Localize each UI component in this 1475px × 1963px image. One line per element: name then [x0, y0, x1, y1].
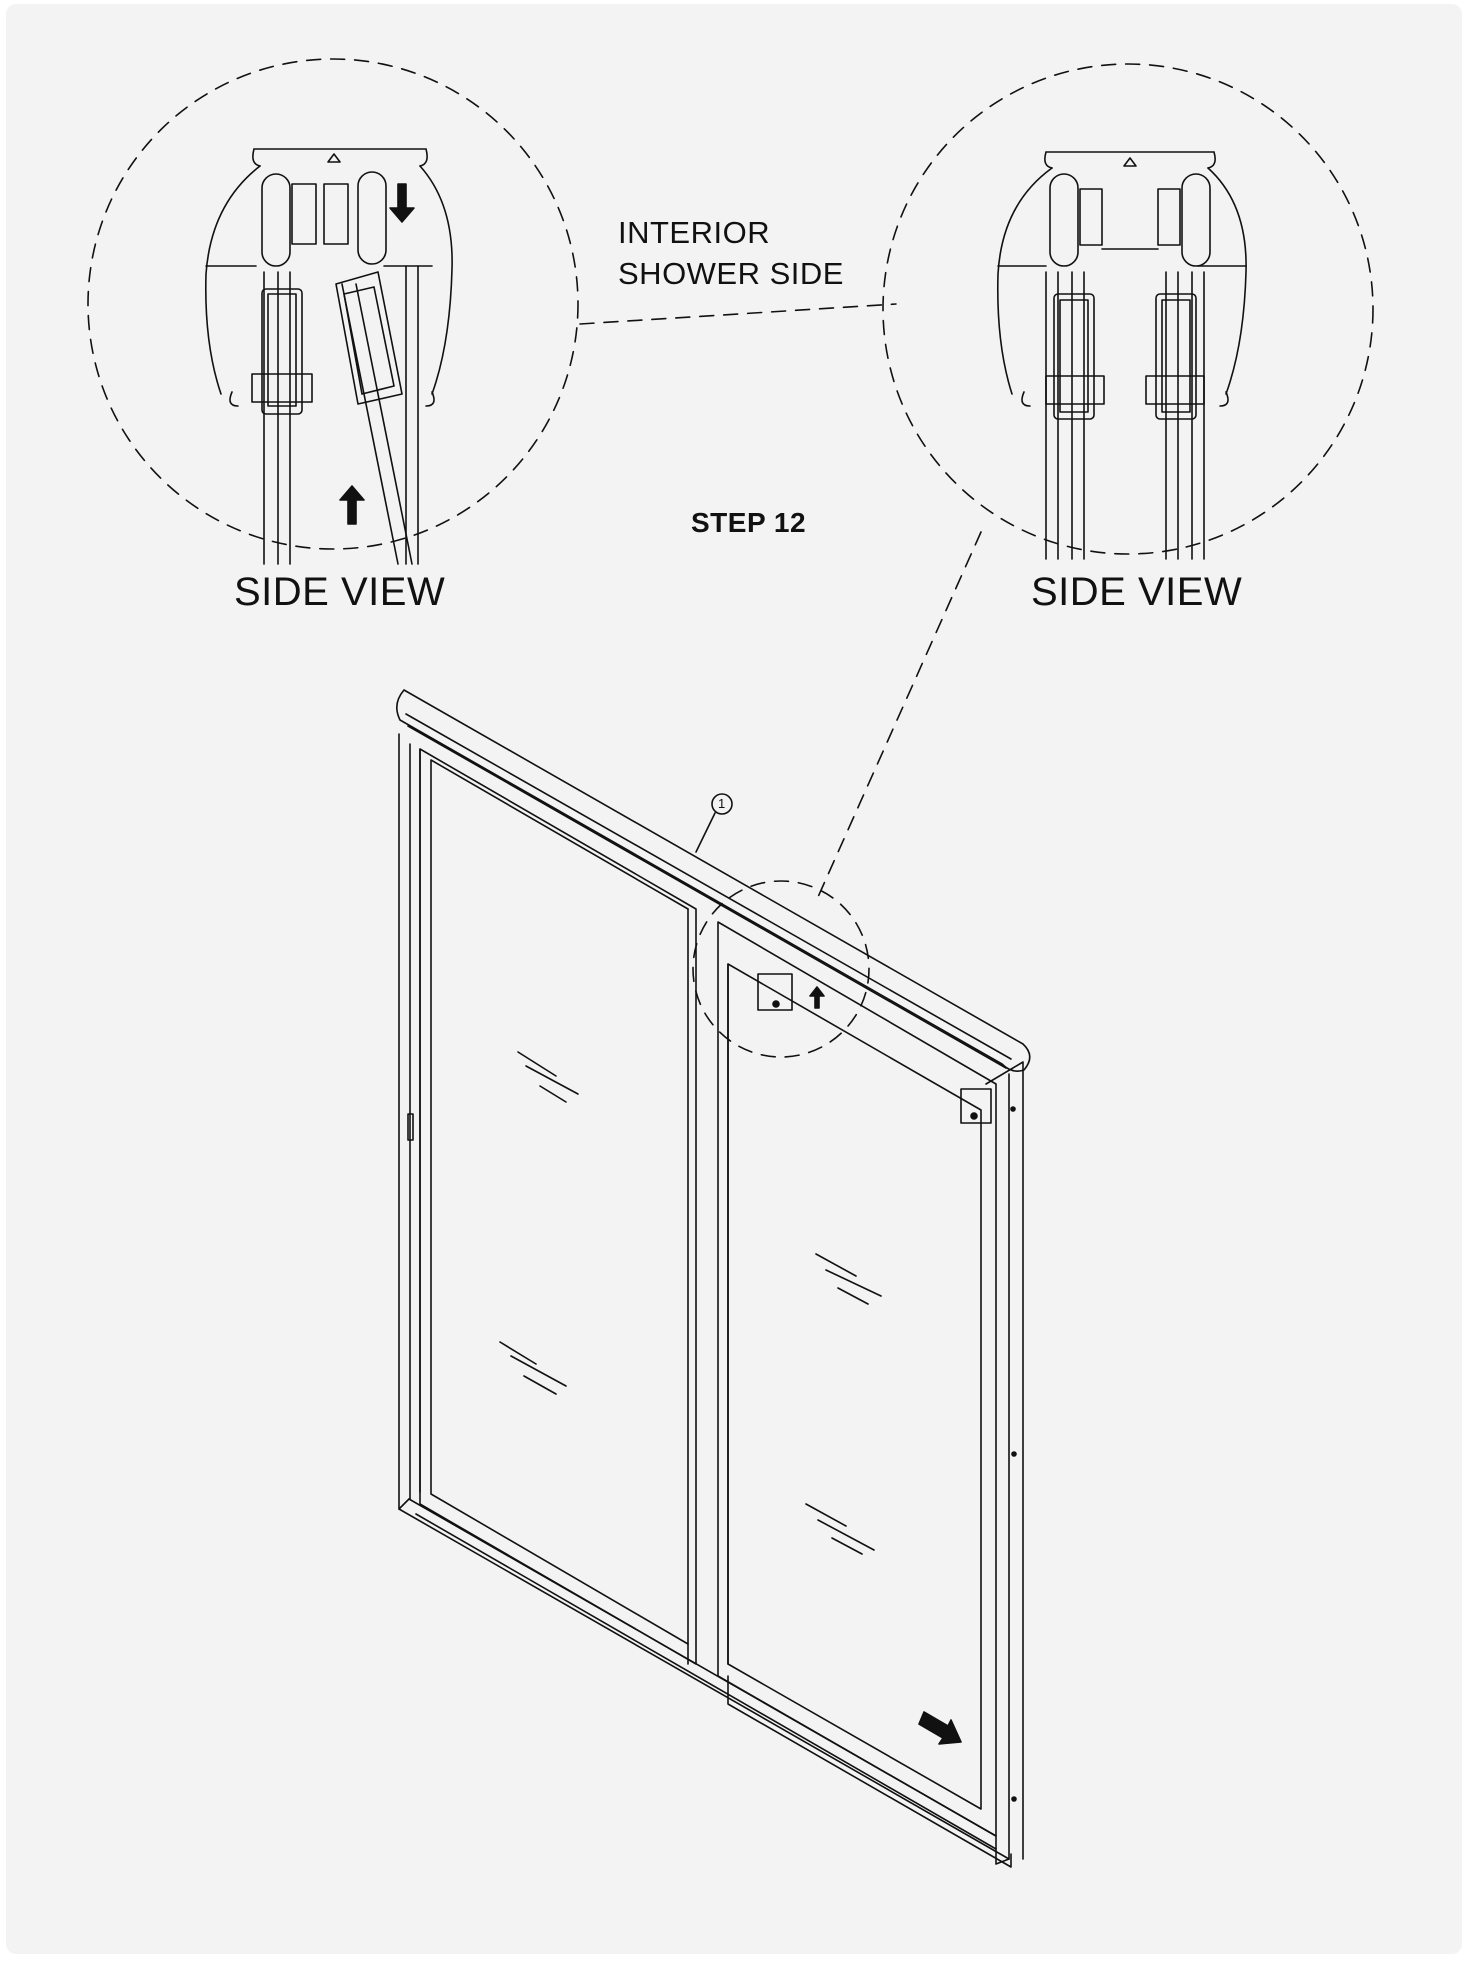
- assembly-diagram: [87, 58, 1374, 1868]
- interior-label-line2: SHOWER SIDE: [618, 256, 844, 291]
- side-view-right-track-profile: [996, 151, 1247, 560]
- interior-shower-side-label: INTERIOR SHOWER SIDE: [618, 212, 844, 294]
- arrow-down-icon: [389, 183, 415, 223]
- part-callout-1: [711, 793, 733, 815]
- leader-line-detail: [817, 531, 982, 898]
- step-title: STEP 12: [691, 507, 807, 538]
- side-view-right-detail-circle: [882, 63, 1374, 555]
- interior-label-line1: INTERIOR: [618, 215, 771, 250]
- side-view-label-left: SIDE VIEW: [234, 570, 446, 614]
- part-callout-number: 1: [718, 796, 726, 811]
- side-view-left-detail-circle: [87, 58, 579, 550]
- side-view-label-right: SIDE VIEW: [1031, 570, 1243, 614]
- detail-callout-circle: [692, 880, 870, 1058]
- leader-line-interior: [579, 303, 897, 325]
- arrow-up-icon: [809, 986, 825, 1009]
- sliding-door-assembly: [396, 689, 1031, 1868]
- side-view-left-track-profile: [204, 148, 453, 565]
- arrow-up-icon: [339, 485, 365, 525]
- instruction-sheet: INTERIOR SHOWER SIDE STEP 12 SIDE VIEW S…: [6, 4, 1462, 1954]
- arrow-right-icon: [918, 1711, 962, 1745]
